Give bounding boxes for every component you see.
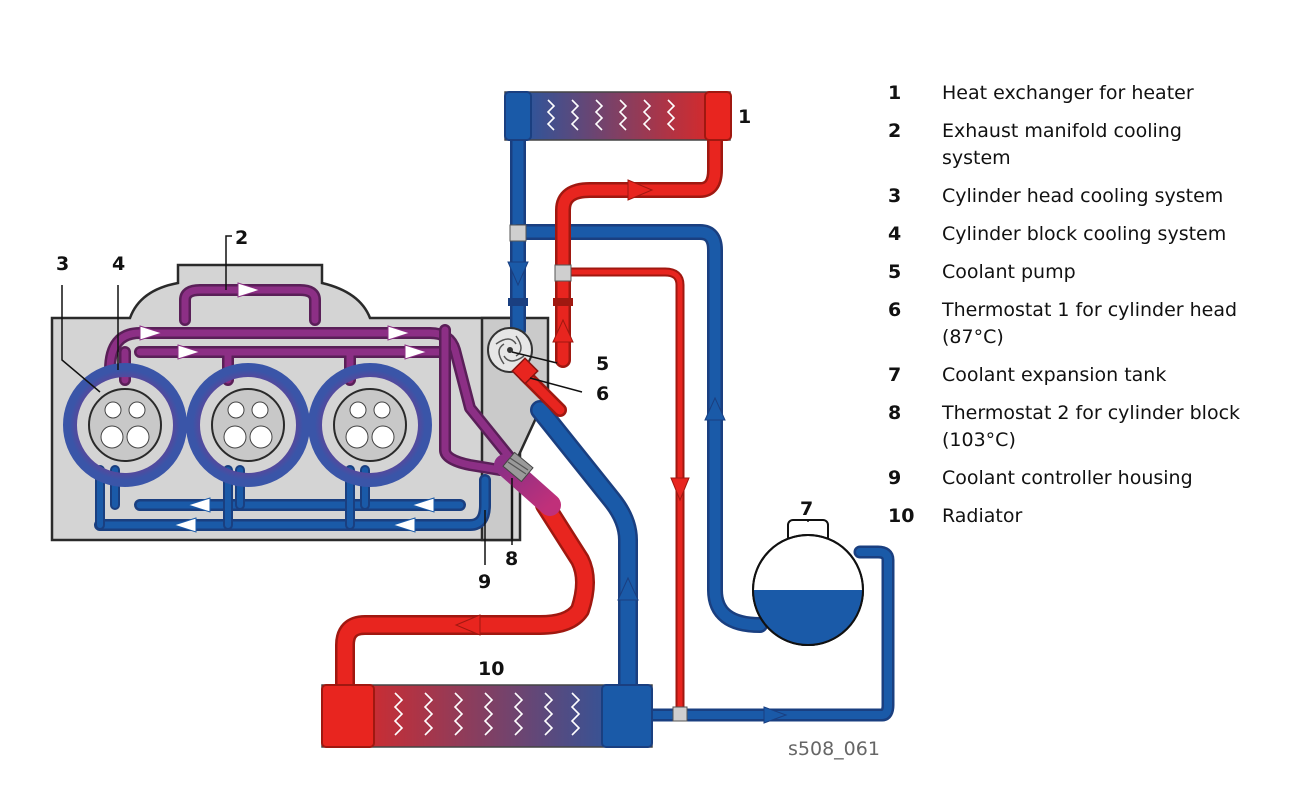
thermostat-1 bbox=[511, 357, 539, 385]
legend-number: 3 bbox=[888, 185, 902, 207]
cold-pipes bbox=[94, 132, 895, 722]
legend-number: 8 bbox=[888, 402, 902, 424]
legend-label: Cylinder block cooling system bbox=[942, 223, 1227, 245]
legend-item: 8 Thermostat 2 for cylinder block (103°C… bbox=[888, 400, 1288, 454]
legend-number: 1 bbox=[888, 82, 902, 104]
legend-label: Coolant pump bbox=[942, 261, 1076, 283]
legend-item: 3 Cylinder head cooling system bbox=[888, 183, 1288, 210]
junctions bbox=[508, 224, 688, 722]
legend-label: Cylinder head cooling system bbox=[942, 185, 1224, 207]
legend-number: 6 bbox=[888, 299, 902, 321]
legend-number: 4 bbox=[888, 223, 902, 245]
legend-number: 5 bbox=[888, 261, 902, 283]
legend: 1 Heat exchanger for heater 2 Exhaust ma… bbox=[888, 80, 1288, 541]
callout-10: 10 bbox=[478, 658, 504, 680]
radiator bbox=[321, 684, 653, 748]
figure-code: s508_061 bbox=[788, 738, 880, 760]
expansion-tank bbox=[752, 519, 864, 646]
callout-4: 4 bbox=[112, 253, 125, 275]
callout-8: 8 bbox=[505, 548, 518, 570]
legend-number: 2 bbox=[888, 120, 902, 142]
legend-label: Coolant controller housing bbox=[942, 467, 1193, 489]
callout-5: 5 bbox=[596, 353, 609, 375]
legend-item: 5 Coolant pump bbox=[888, 259, 1288, 286]
heater-heat-exchanger bbox=[504, 91, 732, 141]
coolant-pump bbox=[487, 327, 533, 373]
legend-label: Coolant expansion tank bbox=[942, 364, 1167, 386]
callout-7: 7 bbox=[800, 498, 813, 520]
legend-number: 9 bbox=[888, 467, 902, 489]
legend-number: 10 bbox=[888, 505, 915, 527]
callout-9: 9 bbox=[478, 571, 491, 593]
legend-label: Thermostat 2 for cylinder block (103°C) bbox=[942, 402, 1241, 451]
legend-item: 10 Radiator bbox=[888, 503, 1288, 530]
legend-label: Radiator bbox=[942, 505, 1023, 527]
legend-item: 7 Coolant expansion tank bbox=[888, 362, 1288, 389]
thermostat-2 bbox=[502, 451, 534, 483]
leader-lines bbox=[61, 235, 809, 565]
legend-label: Heat exchanger for heater bbox=[942, 82, 1194, 104]
legend-item: 2 Exhaust manifold cooling system bbox=[888, 118, 1288, 172]
legend-item: 9 Coolant controller housing bbox=[888, 465, 1288, 492]
callout-6: 6 bbox=[596, 383, 609, 405]
callout-numbers: 1 2 3 4 5 6 7 8 9 10 bbox=[56, 106, 813, 680]
legend-label: Exhaust manifold cooling system bbox=[942, 120, 1182, 169]
callout-3: 3 bbox=[56, 253, 69, 275]
flow-arrows bbox=[139, 179, 788, 724]
callout-2: 2 bbox=[235, 227, 248, 249]
legend-number: 7 bbox=[888, 364, 902, 386]
legend-item: 6 Thermostat 1 for cylinder head (87°C) bbox=[888, 297, 1288, 351]
cylinders bbox=[63, 363, 432, 487]
callout-1: 1 bbox=[738, 106, 751, 128]
legend-item: 1 Heat exchanger for heater bbox=[888, 80, 1288, 107]
legend-label: Thermostat 1 for cylinder head (87°C) bbox=[942, 299, 1238, 348]
legend-item: 4 Cylinder block cooling system bbox=[888, 221, 1288, 248]
